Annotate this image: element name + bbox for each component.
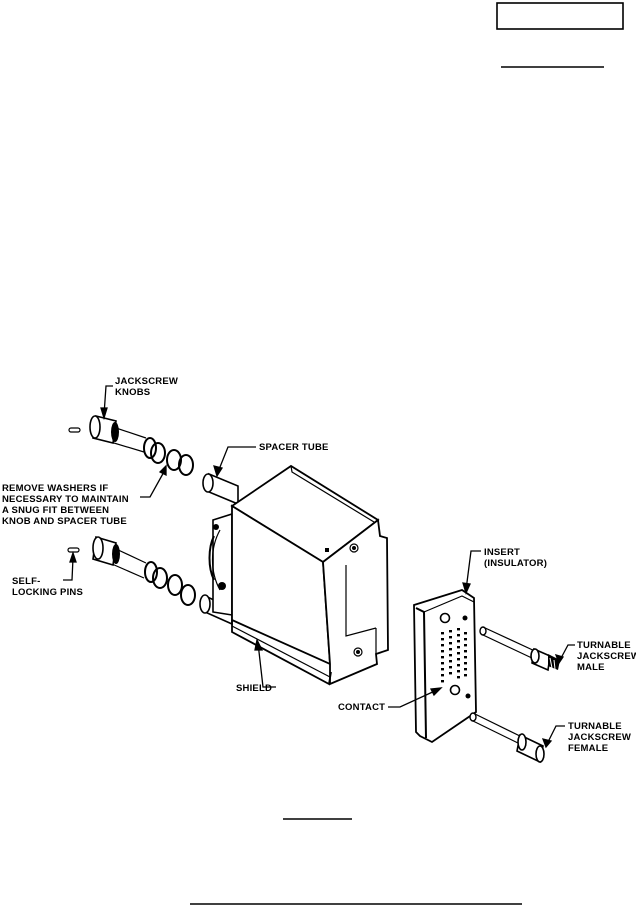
shield-housing	[208, 464, 389, 686]
remove-washers-note: REMOVE WASHERS IF NECESSARY TO MAINTAIN …	[2, 483, 132, 527]
insert-insulator-label: INSERT (INSULATOR)	[484, 547, 547, 569]
insert-insulator	[413, 589, 477, 744]
upper-locking-pin	[68, 427, 81, 433]
header-box	[496, 2, 624, 30]
lower-locking-pin	[67, 547, 80, 553]
turnable-jackscrew-female-label: TURNABLE JACKSCREW FEMALE	[568, 721, 634, 754]
upper-jackscrew-knob-assembly	[68, 415, 194, 476]
turnable-jackscrew-male	[479, 626, 560, 672]
spacer-tube-label: SPACER TUBE	[259, 442, 329, 453]
lower-jackscrew-knob-assembly	[67, 535, 196, 606]
leader-lines	[63, 385, 575, 749]
lower-washers	[144, 561, 196, 606]
upper-washers	[143, 437, 194, 476]
contact-pins	[441, 628, 467, 683]
shield-label: SHIELD	[236, 683, 272, 694]
upper-spacer-tube	[202, 472, 239, 506]
jackscrew-knobs-label: JACKSCREW KNOBS	[115, 376, 181, 398]
turnable-jackscrew-male-label: TURNABLE JACKSCREW MALE	[577, 640, 636, 673]
turnable-jackscrew-female	[469, 712, 545, 764]
self-locking-pins-label: SELF- LOCKING PINS	[12, 576, 83, 598]
contact-label: CONTACT	[338, 702, 385, 713]
